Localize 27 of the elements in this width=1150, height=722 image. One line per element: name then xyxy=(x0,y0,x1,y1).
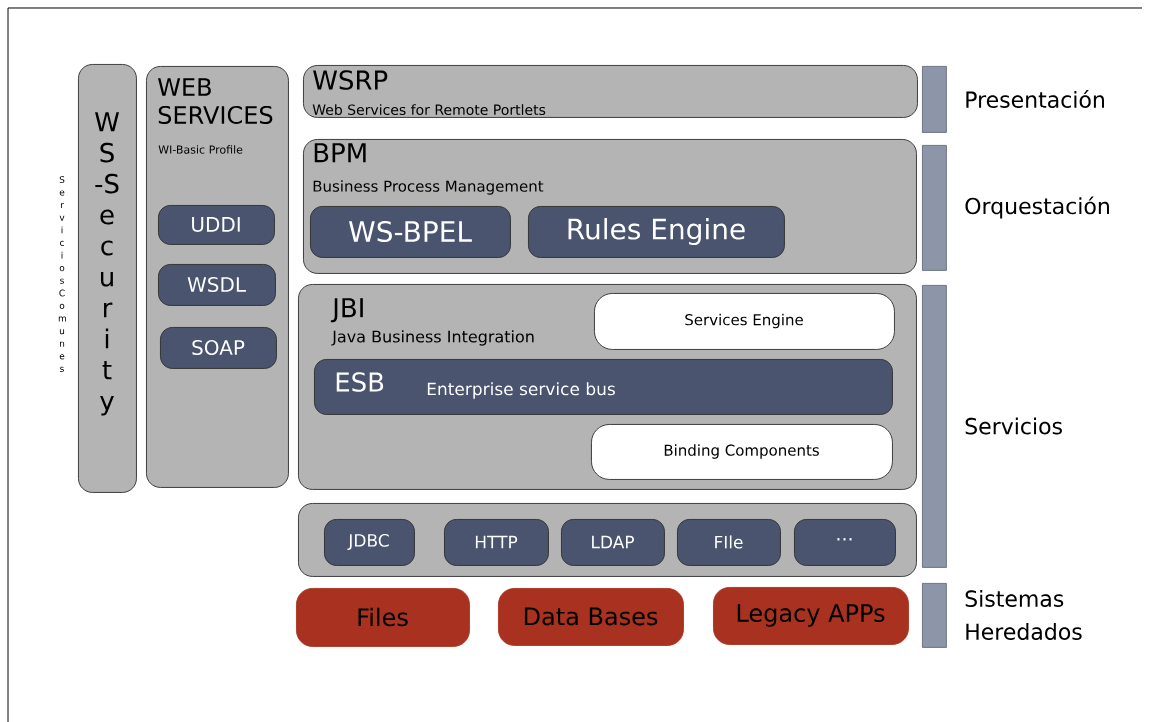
component-box: FIle xyxy=(677,519,781,566)
vertical-caption: Servicios Comunes xyxy=(58,176,66,372)
component-box: WS-BPEL xyxy=(310,206,511,258)
component-box: Services Engine xyxy=(594,293,895,350)
component-box: SOAP xyxy=(160,327,277,369)
system-box: Files xyxy=(296,588,470,647)
layer-label: Presentación xyxy=(966,90,1104,108)
component-box: UDDI xyxy=(158,205,275,245)
layer-panel: WS-Security xyxy=(78,64,137,493)
layer-label: Sistemas Heredados xyxy=(965,590,1082,640)
layer-bar xyxy=(922,583,947,648)
layer-panel: WSRP Web Services for Remote Portlets xyxy=(303,65,918,118)
layer-label: Servicios xyxy=(965,417,1062,435)
component-box: JDBC xyxy=(324,519,415,566)
layer-bar xyxy=(922,145,947,271)
layer-bar xyxy=(922,285,947,568)
layer-label: Orquestación xyxy=(965,196,1109,219)
component-box: HTTP xyxy=(444,519,549,566)
system-box: Data Bases xyxy=(498,588,684,646)
component-box: Rules Engine xyxy=(528,206,785,258)
system-box: Legacy APPs xyxy=(713,587,909,645)
component-box: ESB Enterprise service bus xyxy=(314,359,893,415)
layer-bar xyxy=(922,66,947,133)
component-box: ··· xyxy=(794,519,896,566)
component-box: LDAP xyxy=(561,519,665,566)
component-box: Binding Components xyxy=(591,424,893,480)
component-box: WSDL xyxy=(158,264,276,306)
